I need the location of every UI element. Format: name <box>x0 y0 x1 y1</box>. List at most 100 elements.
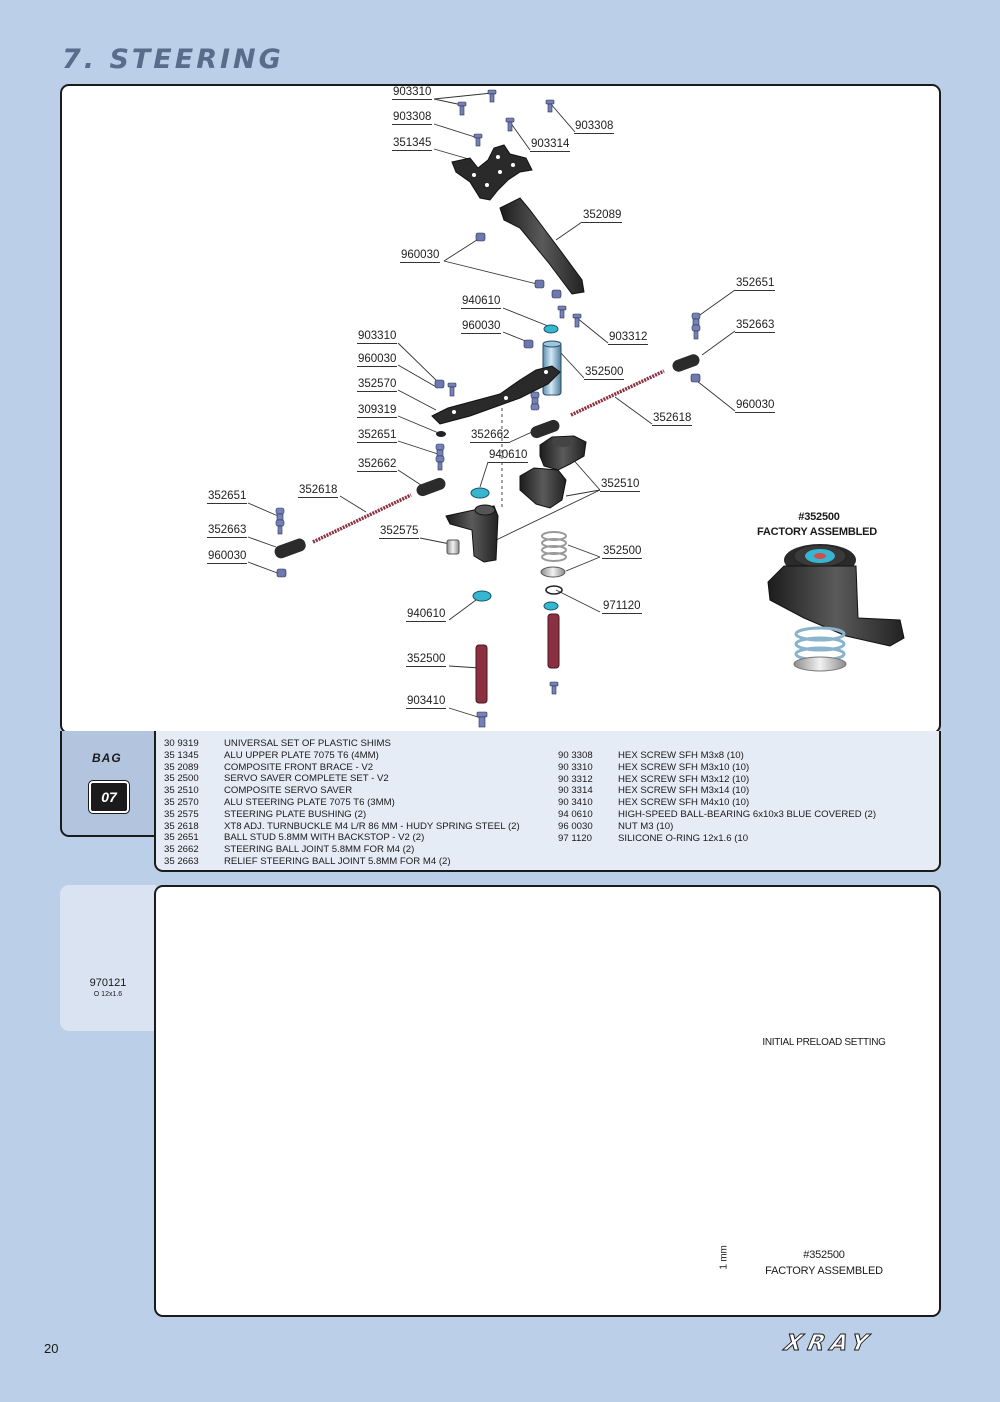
part-description: RELIEF STEERING BALL JOINT 5.8MM FOR M4 … <box>224 855 451 867</box>
part-label: 960030 <box>735 399 776 413</box>
part-label: 352500 <box>602 545 643 559</box>
part-code: 97 1120 <box>558 832 592 844</box>
parts-row: 35 2618 XT8 ADJ. TURNBUCKLE M4 L/R 86 MM … <box>164 821 520 833</box>
parts-row: 97 1120 SILICONE O-RING 12x1.6 (10 <box>558 833 876 845</box>
part-code: 35 2662 <box>164 844 199 856</box>
part-label: 960030 <box>357 353 398 367</box>
parts-row: 90 3308 HEX SCREW SFH M3x8 (10) <box>558 750 876 762</box>
part-description: HEX SCREW SFH M3x14 (10) <box>618 785 750 797</box>
bag-label: BAG <box>92 751 122 765</box>
preload-title: INITIAL PRELOAD SETTING <box>762 1037 886 1048</box>
part-label: 352651 <box>735 277 776 291</box>
part-label: 352500 <box>406 653 447 667</box>
part-label: 903310 <box>392 86 433 100</box>
exploded-diagram-panel <box>60 84 941 734</box>
part-label: 903308 <box>392 111 433 125</box>
factory-code-2: #352500 <box>803 1249 845 1261</box>
part-label: 960030 <box>207 550 248 564</box>
part-code: 35 2570 <box>164 796 199 808</box>
instruction-panel <box>154 885 941 1317</box>
part-description: XT8 ADJ. TURNBUCKLE M4 L/R 86 MM - HUDY … <box>224 820 520 832</box>
page-title: 7. STEERING <box>62 44 284 75</box>
part-description: BALL STUD 5.8MM WITH BACKSTOP - V2 (2) <box>224 832 425 844</box>
part-label: 352651 <box>357 429 398 443</box>
parts-row: 30 9319 UNIVERSAL SET OF PLASTIC SHIMS <box>164 738 520 750</box>
part-description: HIGH-SPEED BALL-BEARING 6x10x3 BLUE COVE… <box>618 808 877 820</box>
part-label: 903308 <box>574 120 615 134</box>
part-code: 35 1345 <box>164 749 199 761</box>
oring-reference: 970121 O 12x1.6 <box>60 885 156 1031</box>
part-code: 90 3314 <box>558 785 593 797</box>
part-description: UNIVERSAL SET OF PLASTIC SHIMS <box>224 738 391 749</box>
dimension-label: 1 mm <box>718 1245 730 1270</box>
part-label: 352089 <box>582 209 623 223</box>
parts-row: 96 0030 NUT M3 (10) <box>558 821 876 833</box>
oring-code: 970121 <box>89 977 127 989</box>
part-code: 96 0030 <box>558 820 593 832</box>
part-label: 352510 <box>600 478 641 492</box>
part-label: 352618 <box>298 484 339 498</box>
part-code: 35 2089 <box>164 761 199 773</box>
brand-text: XRAY <box>782 1331 877 1357</box>
bag-box: BAG 07 <box>60 731 156 837</box>
bag-number: 07 <box>88 780 130 814</box>
part-description: HEX SCREW SFH M4x10 (10) <box>618 797 750 809</box>
part-label: 940610 <box>461 295 502 309</box>
part-label: 960030 <box>400 249 441 263</box>
part-label: 352575 <box>379 525 420 539</box>
part-description: NUT M3 (10) <box>618 820 674 832</box>
part-description: ALU UPPER PLATE 7075 T6 (4MM) <box>224 749 379 761</box>
part-code: 94 0610 <box>558 808 593 820</box>
parts-row: 35 2089 COMPOSITE FRONT BRACE - V2 <box>164 762 520 774</box>
part-code: 90 3308 <box>558 750 593 761</box>
factory-assembled-inset <box>767 544 905 672</box>
part-label: 903314 <box>530 138 571 152</box>
part-label: 940610 <box>488 449 529 463</box>
part-description: COMPOSITE FRONT BRACE - V2 <box>224 761 374 773</box>
parts-row: 35 2663 RELIEF STEERING BALL JOINT 5.8MM … <box>164 856 520 868</box>
part-label: 903410 <box>406 695 447 709</box>
parts-row: 35 2570 ALU STEERING PLATE 7075 T6 (3MM) <box>164 797 520 809</box>
parts-row: 94 0610 HIGH-SPEED BALL-BEARING 6x10x3 BL… <box>558 809 876 821</box>
part-description: HEX SCREW SFH M3x8 (10) <box>618 750 744 761</box>
part-description: STEERING BALL JOINT 5.8MM FOR M4 (2) <box>224 844 415 856</box>
part-description: STEERING PLATE BUSHING (2) <box>224 808 367 820</box>
parts-row: 35 2651 BALL STUD 5.8MM WITH BACKSTOP - V… <box>164 832 520 844</box>
part-label: 960030 <box>461 320 502 334</box>
part-label: 352662 <box>470 429 511 443</box>
part-code: 90 3312 <box>558 773 593 785</box>
parts-row: 35 1345 ALU UPPER PLATE 7075 T6 (4MM) <box>164 750 520 762</box>
factory-assembled-caption: FACTORY ASSEMBLED <box>756 526 878 538</box>
part-label: 352663 <box>735 319 776 333</box>
part-description: HEX SCREW SFH M3x12 (10) <box>618 773 750 785</box>
parts-row: 90 3312 HEX SCREW SFH M3x12 (10) <box>558 774 876 786</box>
part-label: 352618 <box>652 412 693 426</box>
part-description: ALU STEERING PLATE 7075 T6 (3MM) <box>224 796 395 808</box>
part-code: 35 2500 <box>164 773 199 785</box>
parts-row: 35 2662 STEERING BALL JOINT 5.8MM FOR M4 … <box>164 844 520 856</box>
part-label: 351345 <box>392 137 433 151</box>
part-description: COMPOSITE SERVO SAVER <box>224 785 353 797</box>
part-code: 35 2618 <box>164 820 199 832</box>
factory-code: #352500 <box>798 511 840 523</box>
part-label: 352651 <box>207 490 248 504</box>
oring-size: O 12x1.6 <box>93 991 123 998</box>
part-label: 352500 <box>584 366 625 380</box>
part-code: 30 9319 <box>164 738 199 749</box>
part-label: 940610 <box>406 608 447 622</box>
part-code: 35 2651 <box>164 832 199 844</box>
part-code: 35 2663 <box>164 855 199 867</box>
part-label: 903312 <box>608 331 649 345</box>
part-description: HEX SCREW SFH M3x10 (10) <box>618 761 750 773</box>
part-description: SERVO SAVER COMPLETE SET - V2 <box>224 773 389 785</box>
part-label: 971120 <box>602 600 642 614</box>
parts-row: 35 2500 SERVO SAVER COMPLETE SET - V2 <box>164 773 520 785</box>
part-description: SILICONE O-RING 12x1.6 (10 <box>618 832 749 844</box>
part-label: 903310 <box>357 330 398 344</box>
parts-row: 90 3314 HEX SCREW SFH M3x14 (10) <box>558 785 876 797</box>
part-code: 90 3310 <box>558 761 593 773</box>
